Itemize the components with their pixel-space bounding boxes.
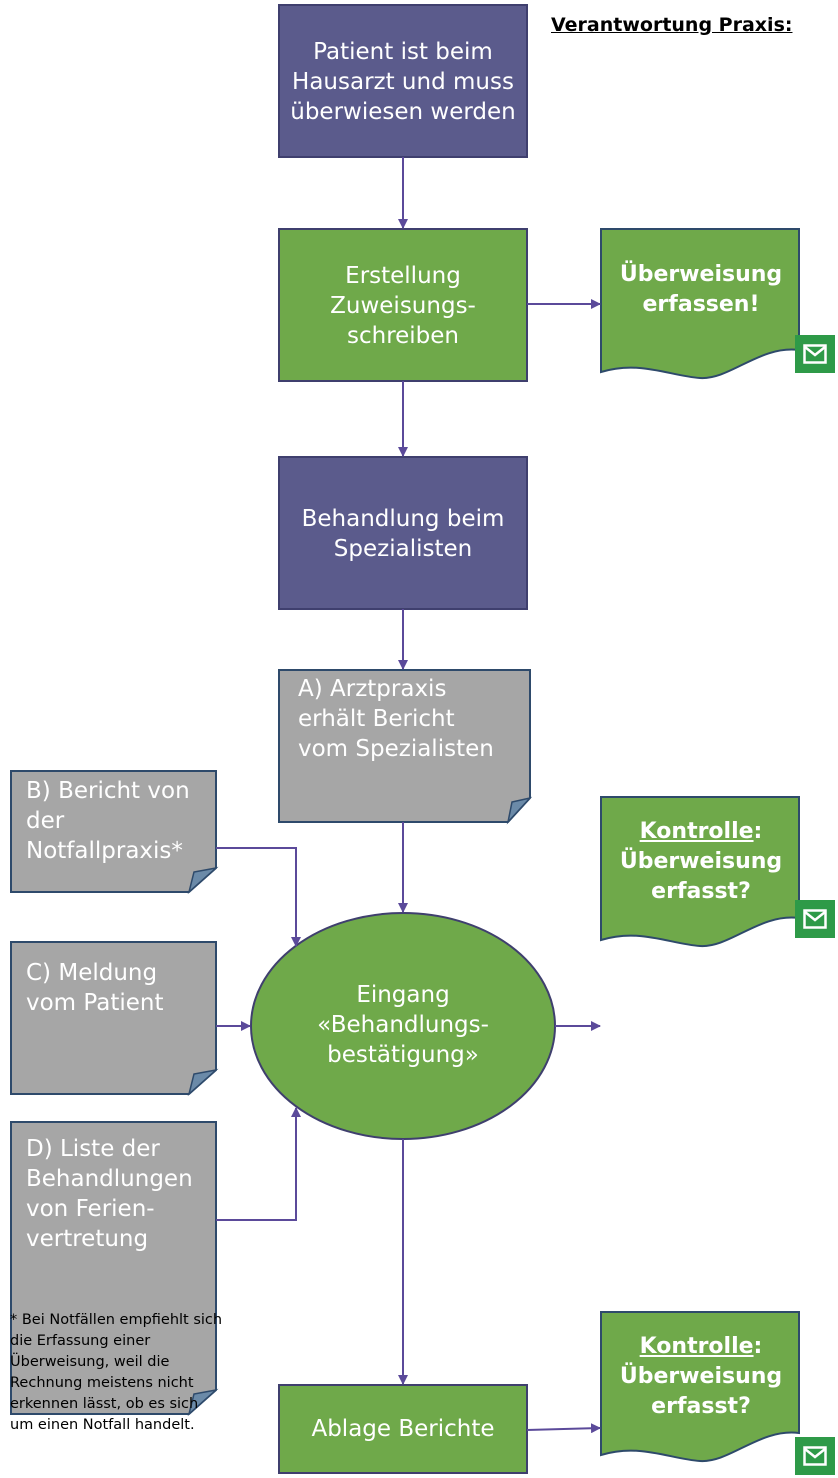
- eingang-label: Eingang «Behandlungs-bestätigung»: [317, 982, 489, 1068]
- arrow-d-eingang: [216, 1107, 301, 1221]
- kontrolle-heading-1: Kontrolle:: [640, 817, 763, 847]
- meldung-c-label: C) Meldung vom Patient: [26, 960, 164, 1016]
- erstellung-label: Erstellung Zuweisungs-schreiben: [330, 263, 476, 349]
- fold-d: [187, 1388, 219, 1417]
- ablage-box: [278, 1384, 528, 1474]
- ueberweisung-erfassen-label: Überweisung erfassen!: [619, 262, 783, 317]
- ueberweisung-erfassen-doc: [600, 228, 800, 380]
- bericht-b-label: B) Bericht von der Notfallpraxis*: [26, 778, 190, 864]
- liste-d-label: D) Liste der Behandlungen von Ferien-ver…: [26, 1136, 193, 1252]
- fold-b: [187, 866, 219, 895]
- responsibility-header: Verantwortung Praxis:: [551, 14, 793, 36]
- footnote: * Bei Notfällen empfiehlt sich die Erfas…: [10, 1312, 223, 1433]
- kontrolle-text-1: Überweisung erfasst?: [619, 849, 783, 904]
- kontrolle-word-2: Kontrolle: [639, 1334, 754, 1359]
- arrow-ablage-doc: [526, 1423, 601, 1434]
- ablage-label: Ablage Berichte: [311, 1416, 495, 1442]
- bericht-a-label: A) Arztpraxis erhält Bericht vom Spezial…: [298, 676, 494, 762]
- kontrolle-colon-1: :: [753, 819, 763, 844]
- behandlung-label: Behandlung beim Spezialisten: [301, 506, 505, 562]
- behandlung-box: [278, 456, 528, 610]
- kontrolle-doc-1: [600, 796, 800, 948]
- mail-icon[interactable]: [795, 1437, 835, 1475]
- kontrolle-label-1: Kontrolle: Überweisung erfasst?: [610, 812, 792, 912]
- kontrolle-colon-2: :: [753, 1334, 763, 1359]
- arrow-b-eingang: [216, 847, 301, 947]
- mail-icon[interactable]: [795, 900, 835, 938]
- fold-a: [506, 796, 533, 825]
- mail-icon[interactable]: [795, 335, 835, 373]
- patient-box: [278, 4, 528, 158]
- kontrolle-word-1: Kontrolle: [639, 819, 754, 844]
- erstellung-box: [278, 228, 528, 382]
- kontrolle-heading-2: Kontrolle:: [640, 1332, 763, 1362]
- kontrolle-text-2: Überweisung erfasst?: [619, 1364, 783, 1419]
- patient-label: Patient ist beim Hausarzt und muss überw…: [290, 39, 516, 125]
- fold-c: [187, 1068, 219, 1097]
- kontrolle-label-2: Kontrolle: Überweisung erfasst?: [610, 1327, 792, 1427]
- kontrolle-doc-2: [600, 1311, 800, 1463]
